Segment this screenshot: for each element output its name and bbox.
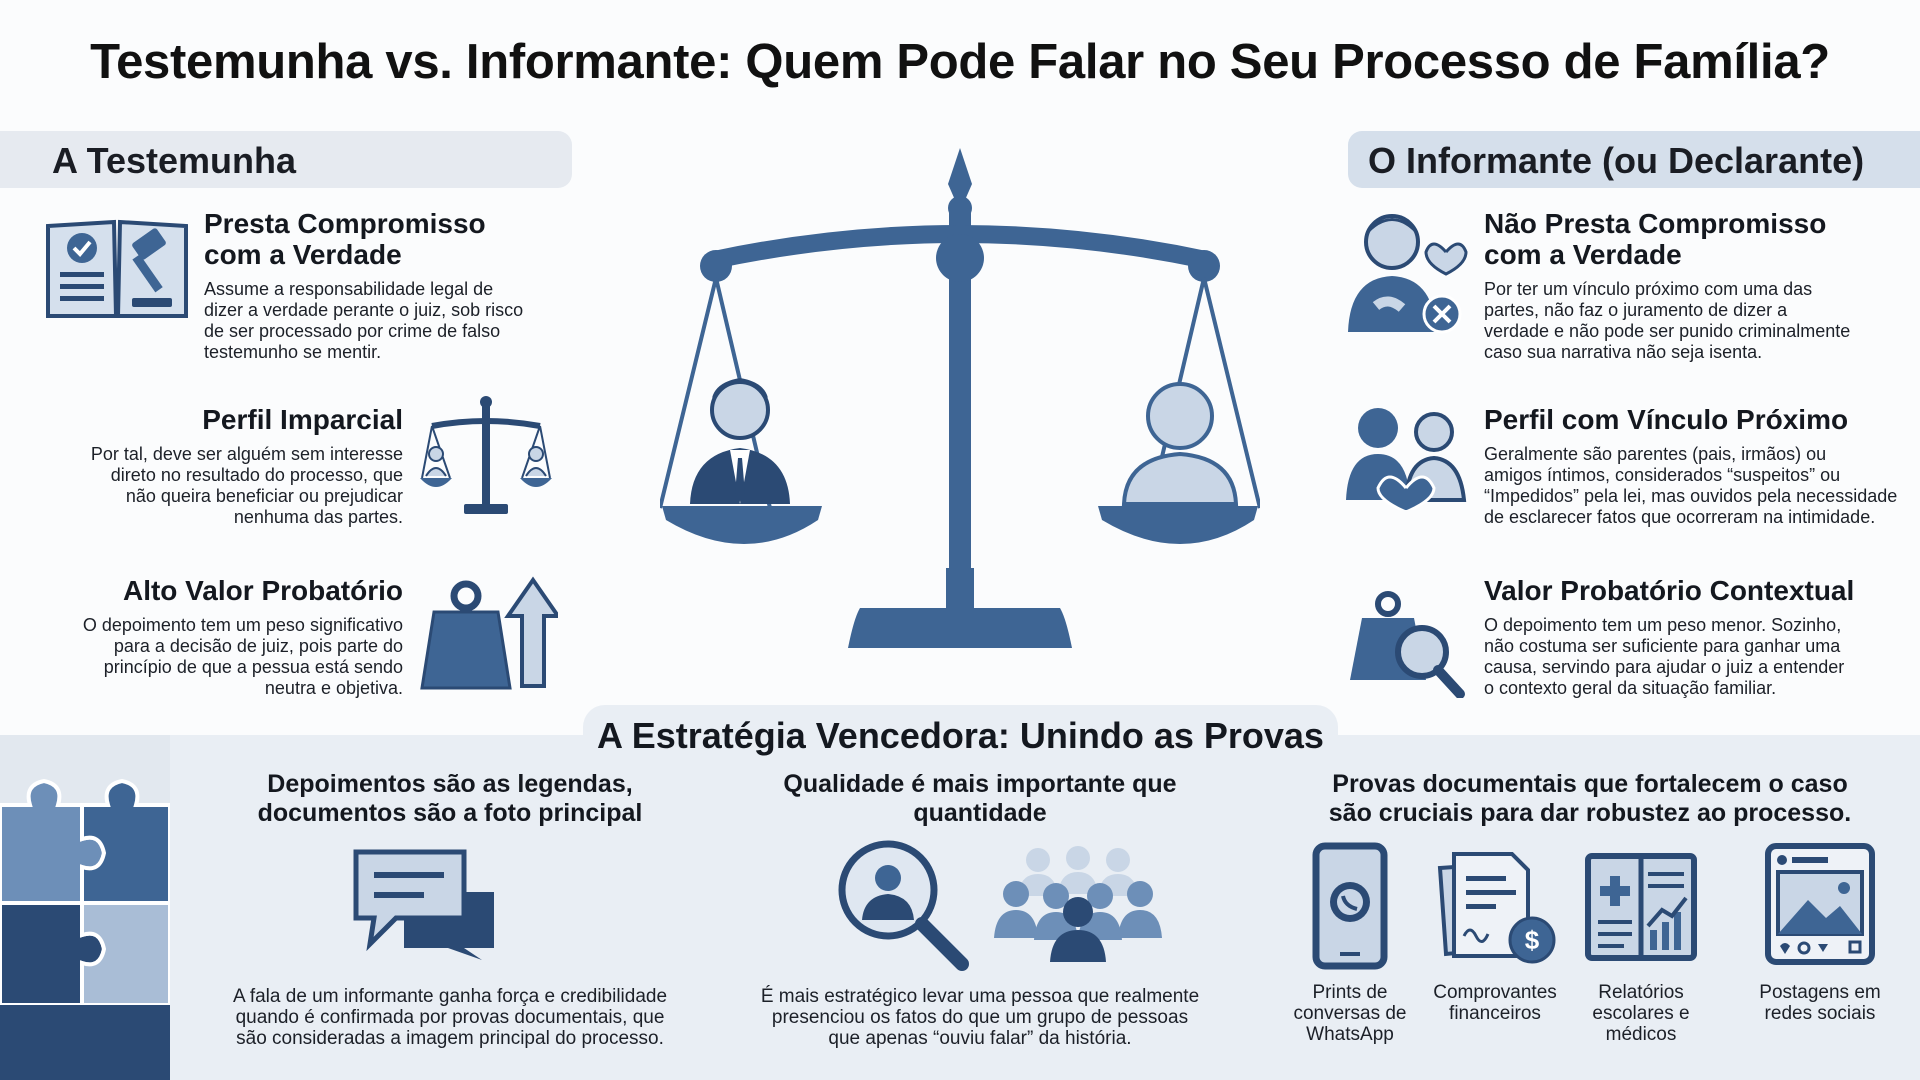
informante-item3-text: O depoimento tem um peso menor. Sozinho,… [1484,615,1845,698]
medical-report-icon [1585,853,1697,961]
magnifier-person-icon [838,840,969,971]
informante-header: O Informante (ou Declarante) [1348,131,1920,188]
strategy-heading: A Estratégia Vencedora: Unindo as Provas [597,715,1324,756]
strategy-col1-title: Depoimentos são as legendas,documentos s… [257,770,643,827]
informante-item3-title: Valor Probatório Contextual [1484,575,1855,606]
informante-item2-text: Geralmente são parentes (pais, irmãos) o… [1484,444,1898,527]
crowd-icon [994,846,1162,962]
testemunha-heading: A Testemunha [52,140,297,181]
informante-item2-title: Perfil com Vínculo Próximo [1484,404,1849,435]
central-justice-scale-icon [660,148,1260,648]
financial-receipt-icon: $ [1437,852,1556,964]
strategy-col2-text: É mais estratégico levar uma pessoa que … [760,986,1200,1049]
strategy-header: A Estratégia Vencedora: Unindo as Provas [583,705,1338,765]
balanced-scale-icon [420,396,552,514]
weight-arrow-up-icon [420,576,558,690]
person-heart-no-oath-icon [1348,214,1468,334]
testemunha-item2-title: Perfil Imparcial [202,404,403,435]
puzzle-pieces-icon [0,735,172,1080]
testemunha-item3-title: Alto Valor Probatório [122,575,403,606]
informante-heading: O Informante (ou Declarante) [1368,140,1865,181]
strategy-col1-text: A fala de um informante ganha força e cr… [232,986,668,1049]
puzzle-panel [0,735,172,1080]
svg-text:$: $ [1525,925,1540,955]
social-post-icon [1765,843,1875,965]
testemunha-header: A Testemunha [0,131,572,188]
close-relatives-icon [1346,408,1467,510]
chat-bubbles-icon [353,849,494,960]
strategy-col3-title: Provas documentais que fortalecem o caso… [1328,770,1852,827]
weight-magnifier-icon [1350,591,1465,698]
phone-whatsapp-icon [1312,842,1388,970]
page-title: Testemunha vs. Informante: Quem Pode Fal… [90,35,1830,89]
law-book-gavel-icon [46,219,188,318]
